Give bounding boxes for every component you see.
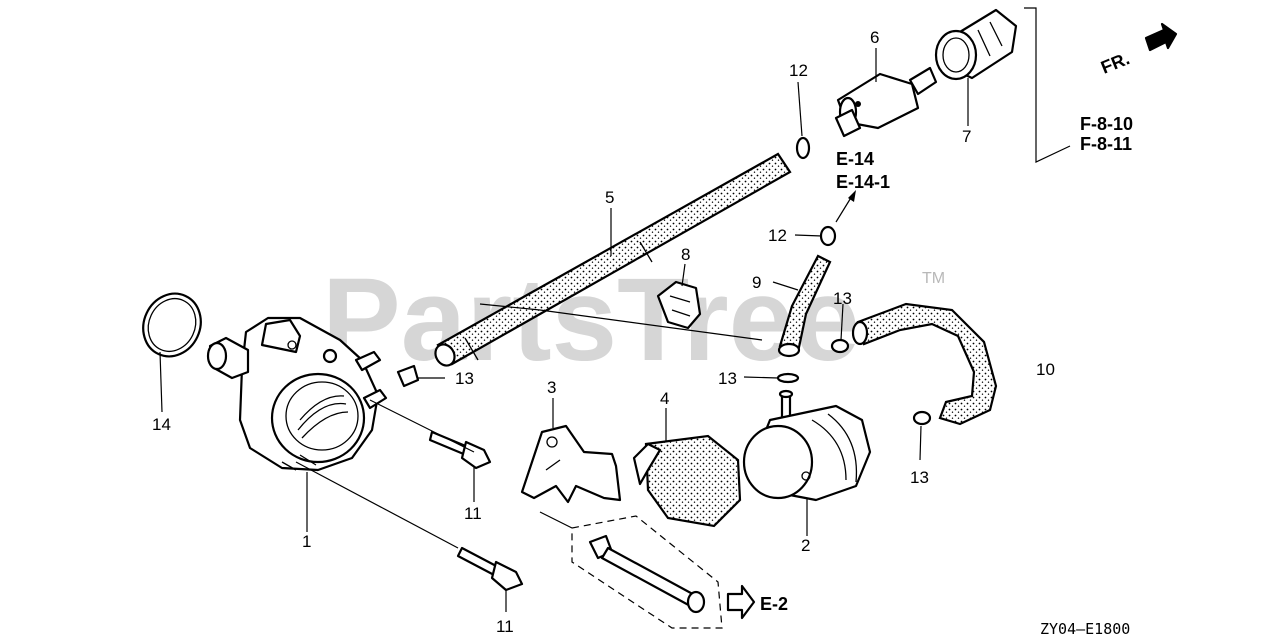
callout-1: 1 (302, 532, 311, 551)
part-13-clip-b[interactable] (830, 338, 850, 354)
callout-2: 2 (801, 536, 810, 555)
callout-5: 5 (605, 188, 614, 207)
part-2-intake-joint[interactable] (742, 389, 872, 502)
leader-lines (159, 48, 969, 612)
part-10-hose[interactable] (851, 302, 998, 426)
watermark-trademark: TM (922, 270, 945, 287)
front-direction-indicator: FR. (1098, 22, 1178, 78)
part-12-clip-lower[interactable] (819, 225, 837, 247)
part-13-clip-c[interactable] (776, 372, 800, 384)
callout-11-lower: 11 (496, 617, 514, 636)
part-11-bolt-upper[interactable] (428, 430, 492, 470)
part-7-filter-cap[interactable] (934, 8, 1018, 81)
part-9-hose[interactable] (777, 254, 832, 358)
callout-4: 4 (660, 389, 669, 408)
ref-e2[interactable]: E-2 (760, 594, 788, 614)
e2-arrow-icon (726, 584, 756, 620)
e2-dashed-outline (571, 515, 723, 629)
ref-f8-10[interactable]: F-8-10 (1080, 114, 1133, 134)
part-5-fuel-tube[interactable] (432, 152, 792, 369)
e14-arrow-line (835, 195, 853, 223)
callout-3: 3 (547, 378, 556, 397)
f8-reference-bracket (1024, 7, 1071, 163)
e14-arrow-icon (848, 190, 856, 202)
diagram-code: ZY04—E1800 (1040, 620, 1130, 638)
callout-12-upper: 12 (789, 61, 808, 80)
callout-6: 6 (870, 28, 879, 47)
ref-e14-1[interactable]: E-14-1 (836, 172, 890, 192)
ref-e14[interactable]: E-14 (836, 149, 874, 169)
callout-7: 7 (962, 127, 971, 146)
callout-14: 14 (152, 415, 171, 434)
callout-13-a: 13 (455, 369, 474, 388)
part-14-o-ring[interactable] (133, 284, 211, 366)
callout-11-upper: 11 (464, 504, 482, 523)
part-11-bolt-lower[interactable] (456, 546, 524, 592)
callout-10: 10 (1036, 360, 1055, 379)
part-12-clip-upper[interactable] (795, 136, 811, 160)
callout-12-lower: 12 (768, 226, 787, 245)
part-13-clip-d[interactable] (912, 410, 932, 426)
part-4-band[interactable] (632, 434, 742, 528)
callout-9: 9 (752, 273, 761, 292)
part-6-regulator[interactable] (834, 66, 938, 138)
e2-bolt[interactable] (588, 534, 706, 614)
part-1-throttle-body[interactable] (206, 316, 388, 472)
callout-8: 8 (681, 245, 690, 264)
callout-13-c: 13 (718, 369, 737, 388)
part-3-bracket[interactable] (520, 424, 622, 504)
part-8-clamp[interactable] (656, 280, 702, 330)
callout-13-b: 13 (833, 289, 852, 308)
ref-f8-11[interactable]: F-8-11 (1080, 134, 1132, 154)
callout-13-d: 13 (910, 468, 929, 487)
part-13-clip-a[interactable] (396, 364, 420, 388)
front-label: FR. (1098, 48, 1132, 77)
